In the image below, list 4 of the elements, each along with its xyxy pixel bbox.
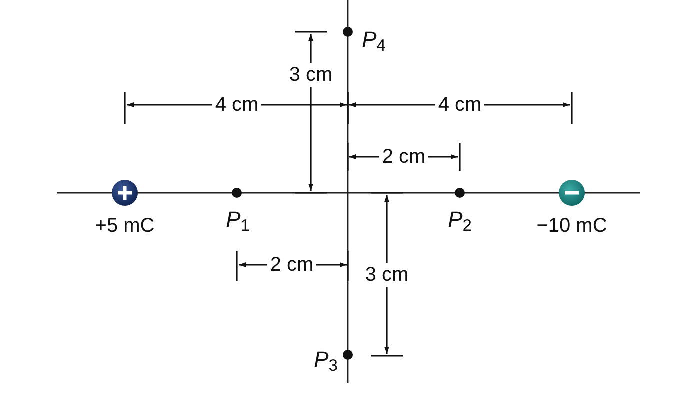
point-label: P$_{3}$ (314, 349, 338, 371)
point-label: P$_{2}$ (448, 209, 472, 231)
point-label: P$_{4}$ (362, 29, 386, 51)
point-label: P$_{1}$ (226, 209, 250, 231)
